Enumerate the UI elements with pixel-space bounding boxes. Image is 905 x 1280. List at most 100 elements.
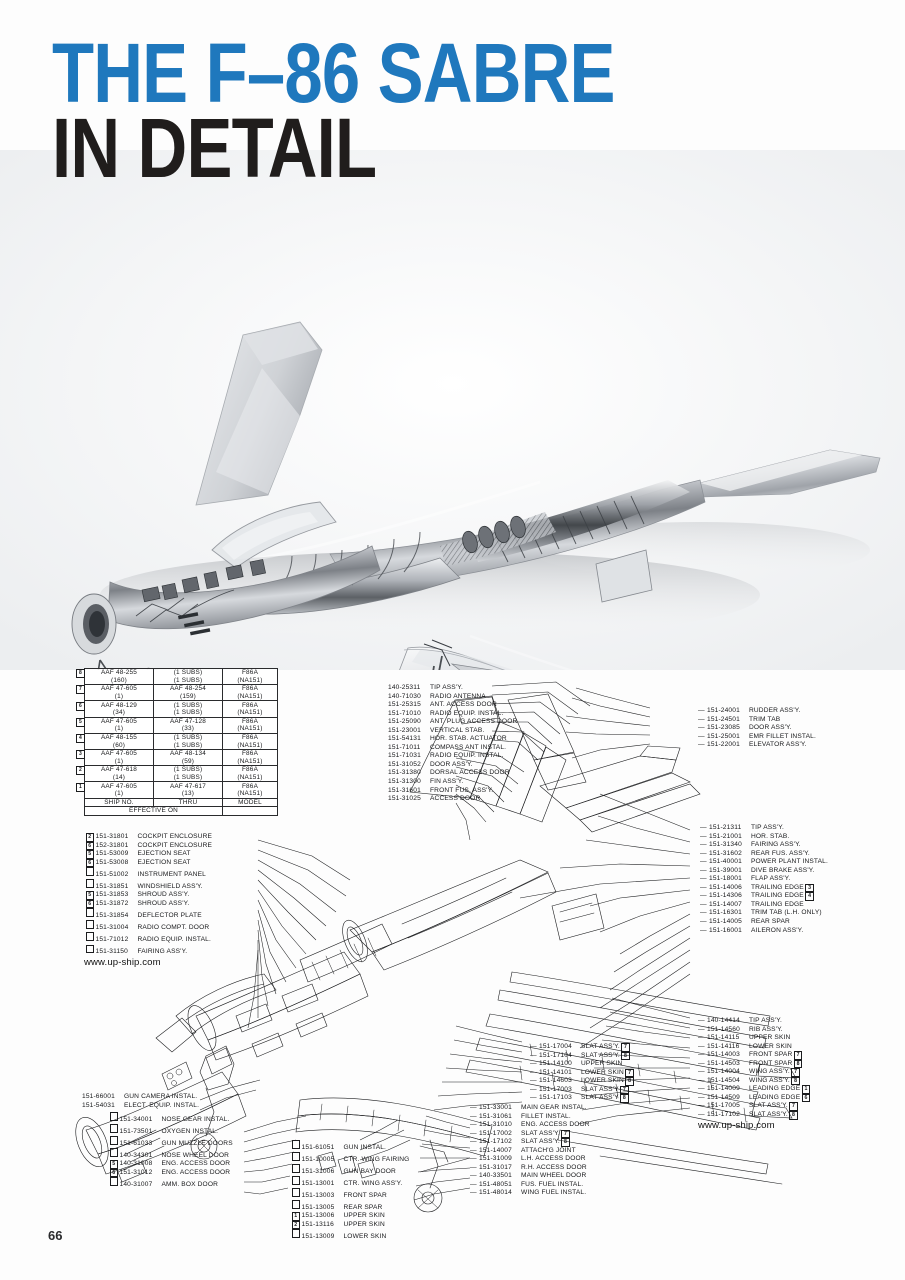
leader-dash: — bbox=[700, 849, 707, 857]
callout-list-tail-upper: 140-25311 TIP ASS'Y.140-71030 RADIO ANTE… bbox=[388, 684, 517, 804]
callout-item: —151-31009 L.H. ACCESS DOOR bbox=[470, 1155, 590, 1164]
part-number: 151-14560 bbox=[707, 1025, 740, 1033]
part-label: NOSE GEAR INSTAL. bbox=[159, 1115, 230, 1123]
part-number: 151-17004 bbox=[539, 1043, 572, 1050]
part-label: HOR. STAB. bbox=[749, 832, 790, 840]
part-label: WING ASS'Y. bbox=[747, 1076, 790, 1084]
page-number: 66 bbox=[48, 1228, 63, 1243]
part-number: 140-31008 bbox=[119, 1160, 153, 1168]
callout-item: 151-13001 CTR. WING ASS'Y. bbox=[290, 1176, 409, 1188]
callout-item: 151-71011 COMPASS ANT INSTAL. bbox=[388, 744, 517, 753]
cell-thru: AAF 47-617 bbox=[153, 781, 223, 790]
website-url[interactable]: www.up-ship.com bbox=[84, 956, 161, 968]
part-number: 151-31052 bbox=[388, 760, 421, 768]
part-label: OXYGEN INSTAL. bbox=[159, 1127, 219, 1135]
part-label: EJECTION SEAT bbox=[135, 850, 191, 858]
cell-model-sub: (NA151) bbox=[222, 773, 278, 783]
part-label: RIB ASS'Y. bbox=[747, 1025, 783, 1033]
leader-dash: — bbox=[700, 875, 707, 883]
part-number: 151-14009 bbox=[707, 1085, 740, 1093]
leader-dash: — bbox=[698, 1034, 705, 1042]
part-number: 151-53009 bbox=[95, 850, 129, 858]
part-label: TIP ASS'Y. bbox=[428, 684, 463, 691]
leader-dash: — bbox=[530, 1043, 537, 1050]
callout-item: 151-23001 VERTICAL STAB. bbox=[388, 727, 517, 736]
part-number: 151-54131 bbox=[388, 735, 421, 743]
part-number: 151-31801 bbox=[95, 833, 129, 840]
cell-thru: AAF 48-254 bbox=[153, 684, 223, 693]
part-label: ACCESS DOOR bbox=[428, 795, 481, 803]
part-label: WING FUEL INSTAL. bbox=[519, 1189, 587, 1197]
index-box: 7 bbox=[561, 1129, 570, 1139]
cell-ship-no-sub: (160) bbox=[84, 676, 154, 686]
table-header-cell: SHIP NO. bbox=[84, 797, 154, 808]
cell-thru-sub: (1 SUBS) bbox=[153, 773, 223, 783]
cell-model: F86A bbox=[222, 716, 278, 726]
index-box bbox=[85, 932, 94, 941]
part-label: RADIO EQUIP. INSTAL. bbox=[428, 752, 504, 760]
part-number: 140-31007 bbox=[119, 1180, 153, 1188]
part-label: SLAT ASS'Y bbox=[579, 1094, 619, 1102]
callout-item: —151-17002 SLAT ASS'Y.7 bbox=[470, 1129, 590, 1139]
leader-dash: — bbox=[698, 1042, 705, 1050]
part-number: 151-48014 bbox=[479, 1189, 512, 1197]
part-number: 151-31340 bbox=[709, 841, 742, 849]
callout-item: —151-31061 FILLET INSTAL. bbox=[470, 1113, 590, 1122]
cell-thru: AAF 48-134 bbox=[153, 748, 223, 758]
callout-item: —151-14100 UPPER SKIN bbox=[530, 1060, 635, 1069]
website-url[interactable]: www.up-ship.com bbox=[698, 1119, 775, 1131]
callout-item: —151-25001 EMR FILLET INSTAL. bbox=[698, 733, 816, 742]
part-number: 151-14004 bbox=[707, 1068, 740, 1076]
leader-dash: — bbox=[698, 1076, 705, 1084]
part-label: RADIO EQUIP. INSTAL. bbox=[428, 709, 504, 717]
table-footer-cell: EFFECTIVE ON bbox=[84, 806, 223, 816]
leader-dash: — bbox=[470, 1155, 477, 1163]
part-label: SLAT ASS'Y. bbox=[747, 1102, 788, 1110]
part-number: 151-31150 bbox=[95, 948, 128, 956]
table-row-sub: (1)(13)(NA151) bbox=[84, 789, 278, 799]
table-footer-blank bbox=[222, 806, 278, 816]
leader-dash: — bbox=[530, 1077, 537, 1085]
part-label: SHROUD ASS'Y. bbox=[135, 899, 190, 907]
callout-list-lower-center: 151-61051 GUN INSTAL.151-10005 CTR. WING… bbox=[290, 1140, 409, 1241]
index-box: 6 bbox=[85, 841, 94, 851]
part-label: ENG. ACCESS DOOR bbox=[159, 1168, 231, 1176]
callout-item: —140-33501 MAIN WHEEL DOOR bbox=[470, 1172, 590, 1181]
part-number: 151-17002 bbox=[479, 1129, 512, 1137]
callout-item: —151-14007 TRAILING EDGE bbox=[700, 901, 828, 910]
cell-thru-sub: (59) bbox=[153, 757, 223, 767]
callout-item: 151-54031 ELECT. EQUIP. INSTAL. bbox=[82, 1102, 199, 1111]
part-number: 151-31602 bbox=[709, 849, 742, 857]
callout-item: —151-31602 REAR FUS. ASS'Y. bbox=[700, 850, 828, 859]
row-mark: 2 bbox=[76, 766, 85, 776]
part-number: 151-14003 bbox=[707, 1051, 740, 1059]
part-label: TRIM TAB (L.H. ONLY) bbox=[749, 909, 822, 917]
callout-item: 140-25311 TIP ASS'Y. bbox=[388, 684, 517, 693]
callout-item: 151-66001 GUN CAMERA INSTAL. bbox=[82, 1093, 199, 1102]
part-label: REAR SPAR bbox=[341, 1203, 383, 1211]
index-box bbox=[291, 1176, 300, 1185]
leader-dash: — bbox=[698, 732, 705, 740]
part-number: 151-14116 bbox=[707, 1042, 740, 1050]
part-number: 151-24001 bbox=[707, 707, 740, 714]
cutaway-illustration bbox=[0, 150, 905, 670]
cell-thru: AAF 47-128 bbox=[153, 716, 223, 726]
cell-model-sub: (NA151) bbox=[222, 725, 278, 734]
table-row-sub: (1)(159)(NA151) bbox=[84, 692, 278, 702]
part-label: COMPASS ANT INSTAL. bbox=[428, 743, 507, 751]
part-number: 151-31851 bbox=[95, 882, 129, 890]
callout-list-lower-left-b: 151-34001 NOSE GEAR INSTAL.151-73501 OXY… bbox=[108, 1112, 233, 1189]
index-box: 2 bbox=[291, 1220, 300, 1230]
callout-item: 140-71030 RADIO ANTENNA bbox=[388, 693, 517, 702]
callout-list-main-gear: —151-33001 MAIN GEAR INSTAL.—151-31061 F… bbox=[470, 1104, 590, 1198]
index-box bbox=[291, 1164, 300, 1173]
page-title: THE F–86 SABRE IN DETAIL bbox=[52, 31, 738, 189]
part-label: SLAT ASS'Y. bbox=[747, 1111, 788, 1119]
